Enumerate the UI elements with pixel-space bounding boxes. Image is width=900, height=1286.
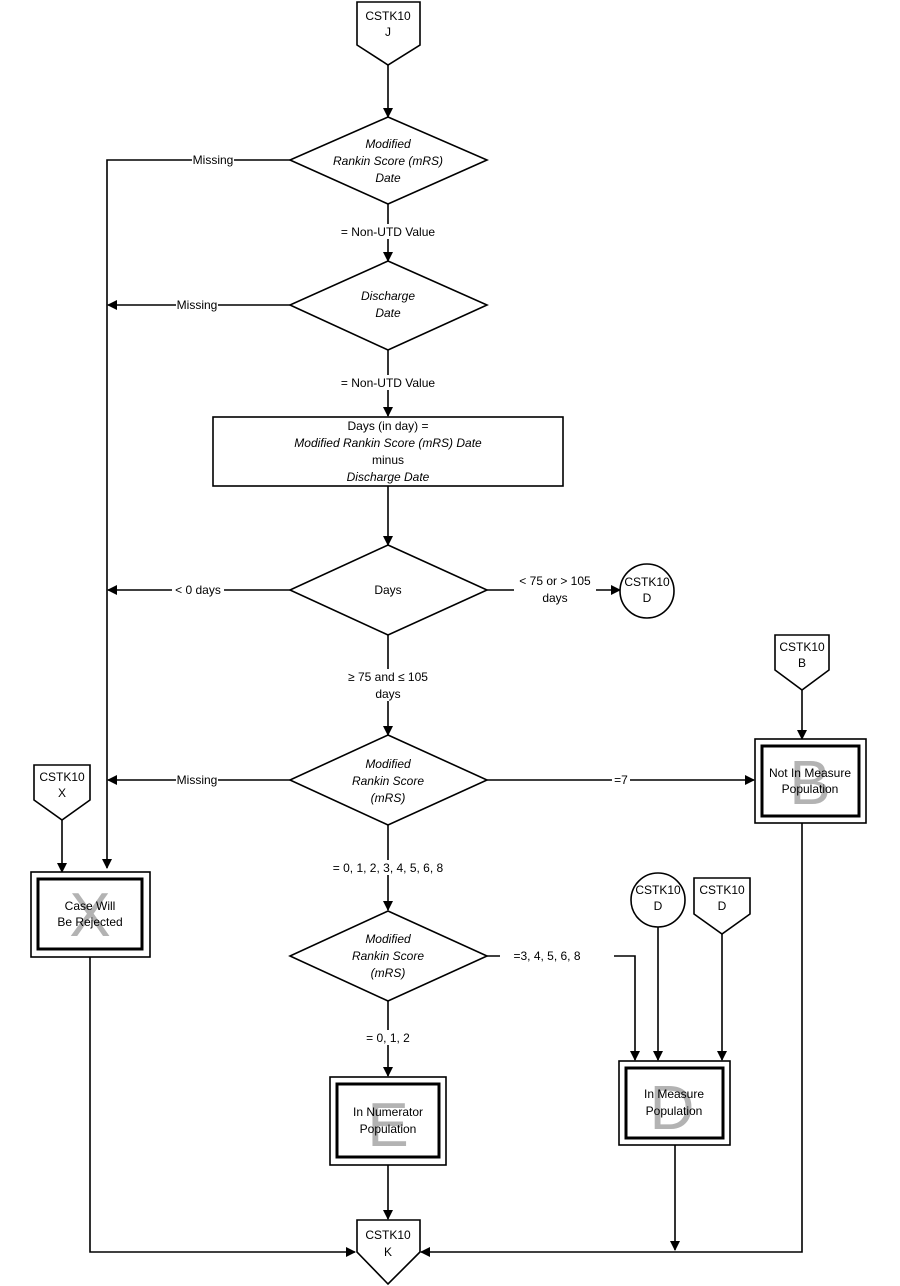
label-mrs-missing: Missing <box>177 773 218 787</box>
connector-offpage-b[interactable]: CSTK10 B <box>774 634 830 691</box>
process-line4: Discharge Date <box>347 470 430 484</box>
label-days-in-range-unit: days <box>375 687 400 701</box>
decision-mrs1-line3: (mRS) <box>371 791 406 805</box>
outcome-not-in-measure[interactable]: B Not In Measure Population <box>754 738 867 824</box>
label-days-negative: < 0 days <box>175 583 221 597</box>
label-mrs-date-valid: = Non-UTD Value <box>341 225 435 239</box>
connector-onpage-d-right[interactable]: CSTK10 D <box>619 563 675 619</box>
decision-mrs-date-line2: Rankin Score (mRS) <box>333 154 443 168</box>
edge-rejected-to-k <box>89 957 356 1257</box>
outcome-numerator-category: E <box>367 1091 408 1160</box>
decision-days-label: Days <box>374 583 401 597</box>
process-days-calc[interactable]: Days (in day) = Modified Rankin Score (m… <box>212 416 564 487</box>
edge-mrs-date-missing <box>102 159 290 869</box>
connector-d-right-letter: D <box>643 591 652 605</box>
outcome-rejected-line1: Case Will <box>65 899 116 913</box>
process-line3: minus <box>372 453 404 467</box>
connector-d-bottom-letter: D <box>654 899 663 913</box>
label-days-in-range: ≥ 75 and ≤ 105 <box>348 670 428 684</box>
connector-offpage-x[interactable]: CSTK10 X <box>33 764 91 821</box>
label-days-out-range-unit: days <box>542 591 567 605</box>
outcome-rejected-line2: Be Rejected <box>57 915 122 929</box>
decision-mrs2-line2: Rankin Score <box>352 949 424 963</box>
decision-mrs-date[interactable]: Modified Rankin Score (mRS) Date <box>288 116 489 205</box>
outcome-case-rejected[interactable]: X Case Will Be Rejected <box>30 871 151 958</box>
outcome-not-in-measure-line1: Not In Measure <box>769 766 851 780</box>
decision-mrs1-line1: Modified <box>365 757 411 771</box>
decision-days[interactable]: Days <box>288 544 489 636</box>
connector-x-label: CSTK10 <box>39 770 85 784</box>
decision-mrs-date-line3: Date <box>375 171 401 185</box>
process-line1: Days (in day) = <box>347 419 428 433</box>
connector-start-j[interactable]: CSTK10 J <box>356 1 421 66</box>
connector-j-letter: J <box>385 25 391 39</box>
connector-onpage-d-bottom[interactable]: CSTK10 D <box>630 872 686 928</box>
connector-d-bottom-label: CSTK10 <box>635 883 681 897</box>
connector-j-label: CSTK10 <box>365 9 411 23</box>
outcome-in-measure-line1: In Measure <box>644 1087 704 1101</box>
decision-mrs2-line1: Modified <box>365 932 411 946</box>
outcome-in-measure[interactable]: D In Measure Population <box>618 1060 731 1146</box>
decision-mrs1-line2: Rankin Score <box>352 774 424 788</box>
label-mrs-low: = 0, 1, 2 <box>366 1031 410 1045</box>
connector-k-letter: K <box>384 1245 392 1259</box>
outcome-in-measure-category: D <box>650 1074 695 1143</box>
edge-labels: Missing = Non-UTD Value Missing = Non-UT… <box>172 152 630 1045</box>
label-mrs-high: =3, 4, 5, 6, 8 <box>513 949 580 963</box>
decision-mrs-date-line1: Modified <box>365 137 411 151</box>
label-discharge-missing: Missing <box>177 298 218 312</box>
process-line2: Modified Rankin Score (mRS) Date <box>294 436 482 450</box>
connector-d-offpage-label: CSTK10 <box>699 883 745 897</box>
label-discharge-valid: = Non-UTD Value <box>341 376 435 390</box>
outcome-numerator-line2: Population <box>360 1122 417 1136</box>
decision-discharge-line1: Discharge <box>361 289 415 303</box>
outcome-not-in-measure-line2: Population <box>782 782 839 796</box>
connector-end-k[interactable]: CSTK10 K <box>356 1219 421 1286</box>
label-days-out-range: < 75 or > 105 <box>519 574 591 588</box>
connector-b-letter: B <box>798 656 806 670</box>
connector-d-offpage-letter: D <box>718 899 727 913</box>
decision-discharge-date[interactable]: Discharge Date <box>288 260 489 351</box>
label-mrs-values: = 0, 1, 2, 3, 4, 5, 6, 8 <box>333 861 444 875</box>
outcome-in-numerator[interactable]: E In Numerator Population <box>329 1076 447 1166</box>
edge-mrs2-high <box>487 955 640 1061</box>
outcome-numerator-line1: In Numerator <box>353 1105 423 1119</box>
decision-mrs-2[interactable]: Modified Rankin Score (mRS) <box>288 910 489 1002</box>
decision-discharge-line2: Date <box>375 306 401 320</box>
connector-x-letter: X <box>58 786 66 800</box>
outcome-not-in-measure-category: B <box>789 749 830 818</box>
connector-k-label: CSTK10 <box>365 1228 411 1242</box>
connector-offpage-d[interactable]: CSTK10 D <box>693 877 751 935</box>
connector-d-right-label: CSTK10 <box>624 575 670 589</box>
label-mrs-date-missing: Missing <box>193 153 234 167</box>
outcome-in-measure-line2: Population <box>646 1104 703 1118</box>
outcome-rejected-category: X <box>69 881 110 950</box>
decision-mrs2-line3: (mRS) <box>371 966 406 980</box>
connector-b-label: CSTK10 <box>779 640 825 654</box>
edge-not-in-measure-to-k <box>420 823 803 1257</box>
decision-mrs-1[interactable]: Modified Rankin Score (mRS) <box>288 734 489 826</box>
label-mrs-eq7: =7 <box>614 773 628 787</box>
